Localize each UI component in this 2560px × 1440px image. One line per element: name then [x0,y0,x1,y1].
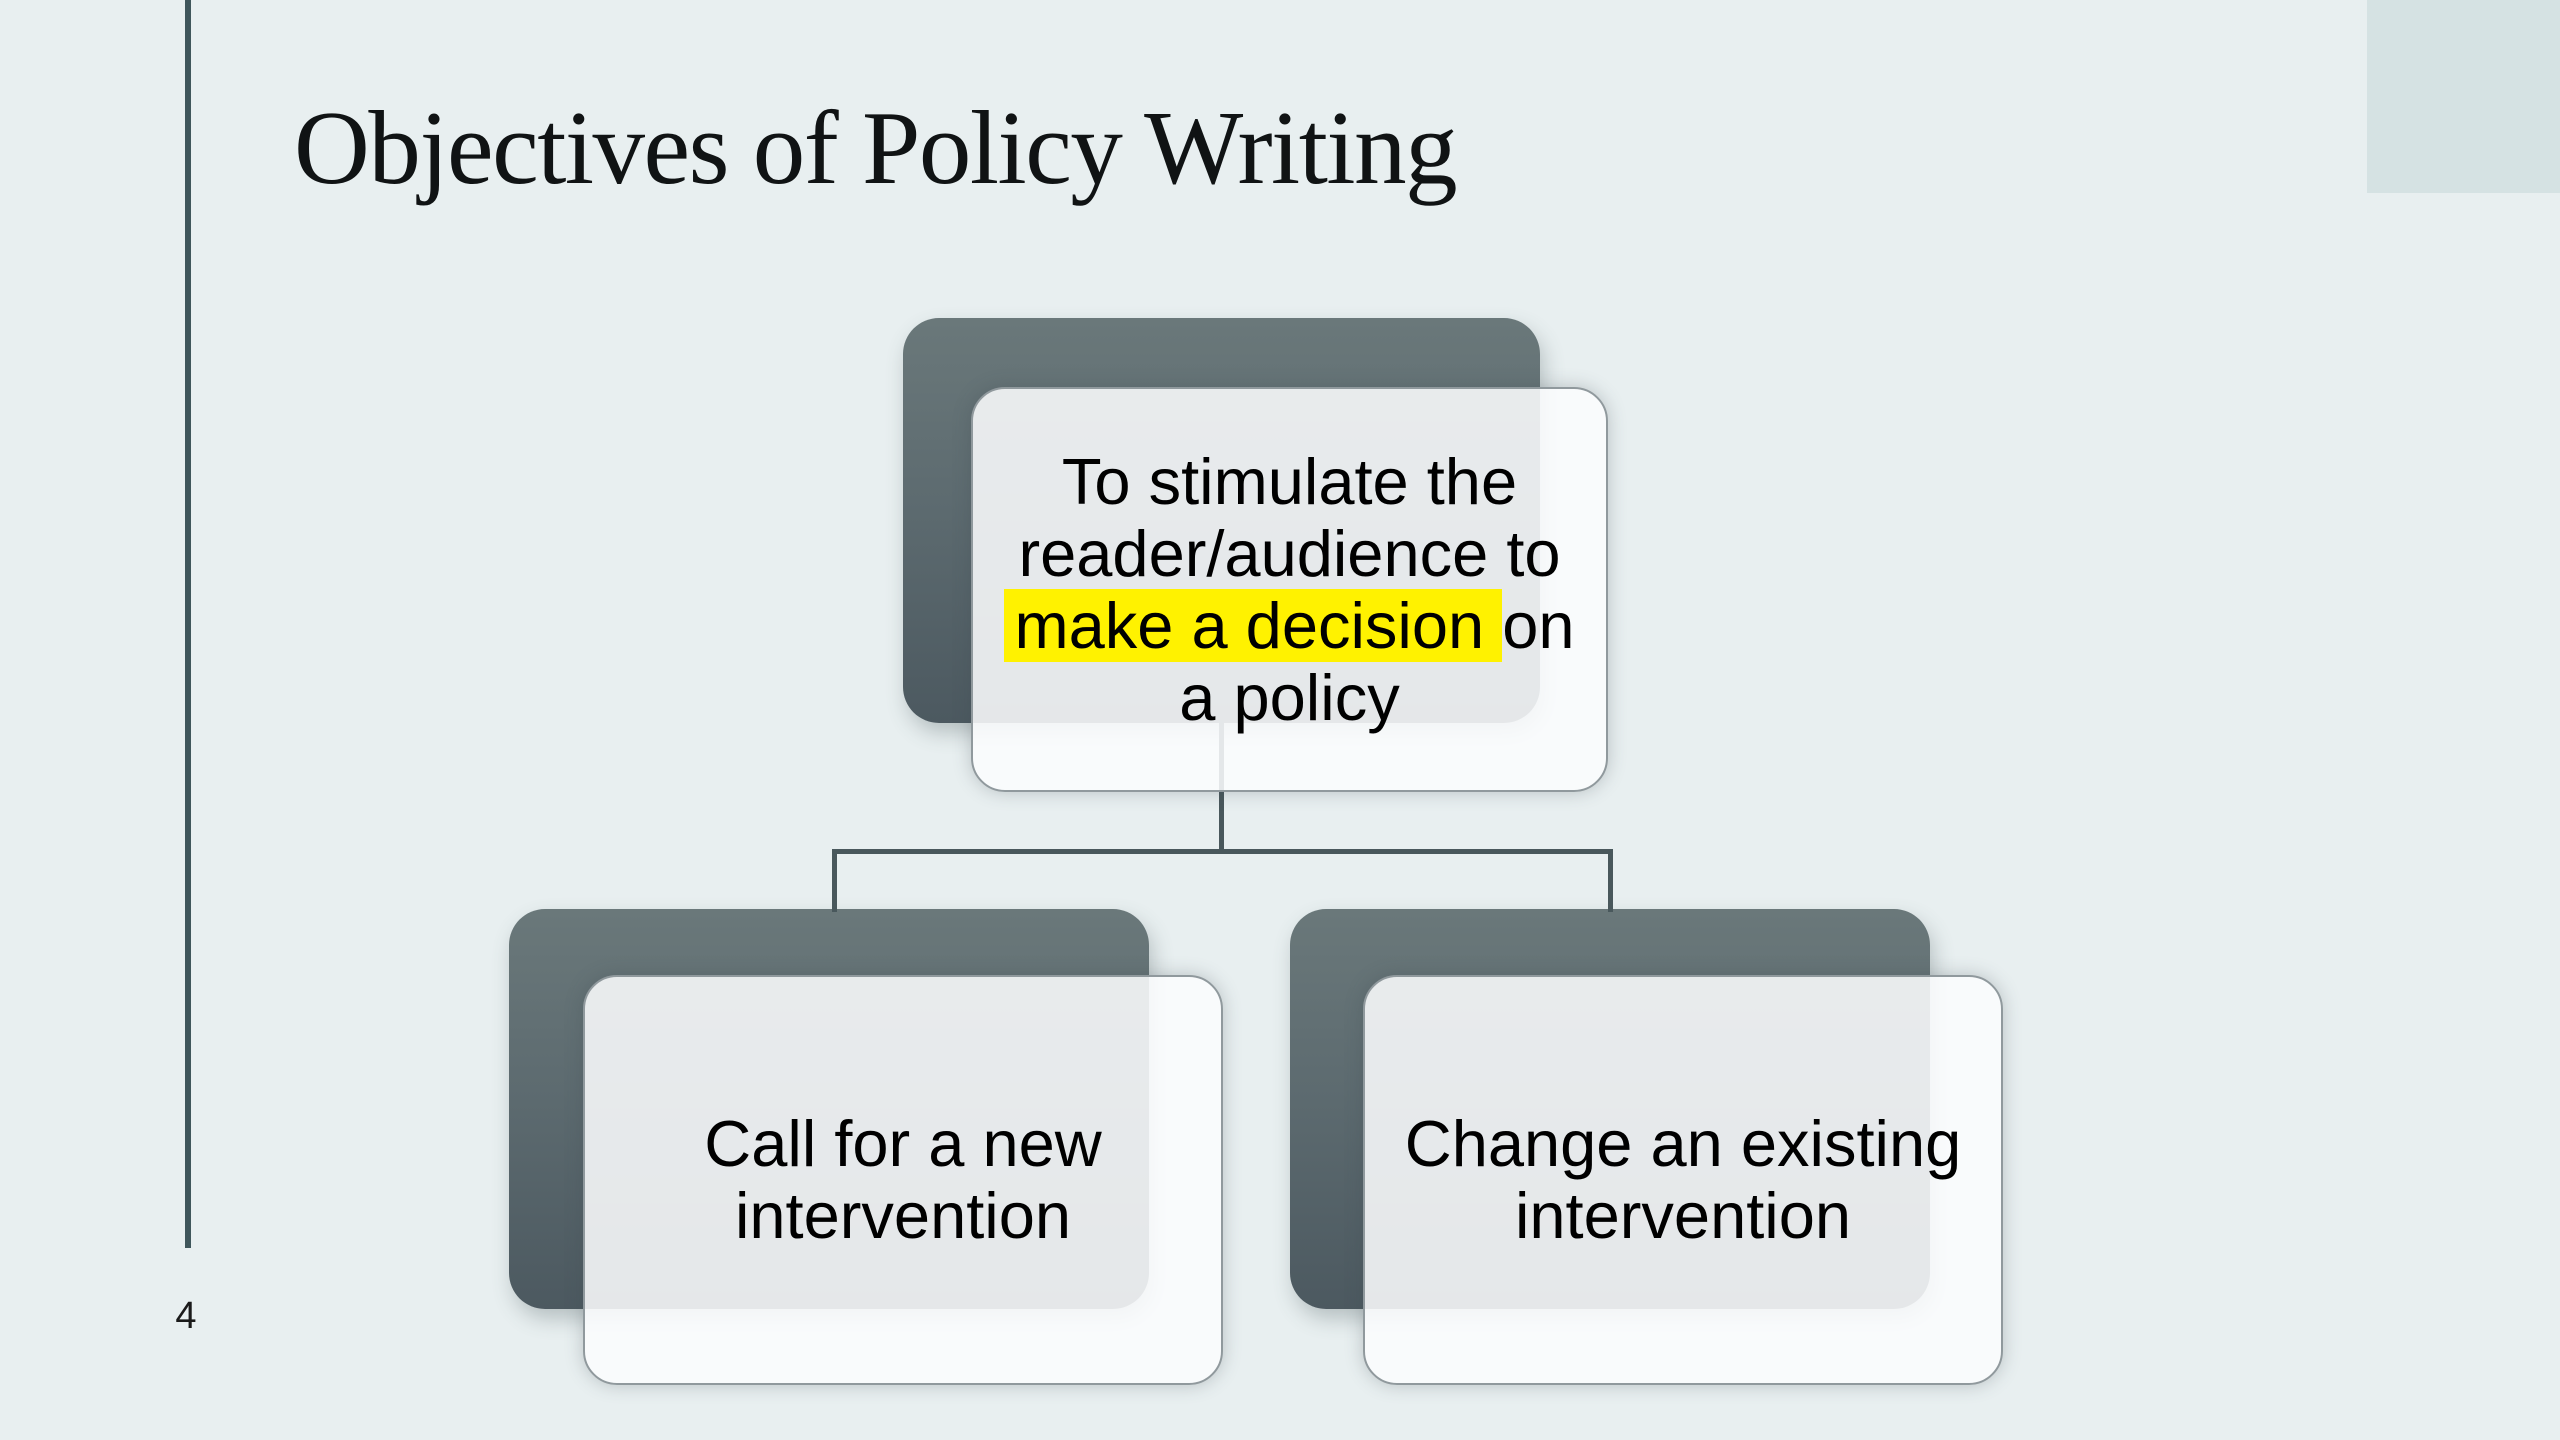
root-node: To stimulate the reader/audience to make… [971,387,1608,792]
child-left-line2: intervention [734,1179,1072,1252]
root-text-line2: reader/audience to [1018,516,1561,590]
child-node-right-text: Change an existing intervention [1365,1108,2001,1252]
root-text-line1: To stimulate the [1061,444,1518,518]
page-number: 4 [175,1295,197,1337]
highlight-mark: make a decision [1004,588,1503,662]
slide-title: Objectives of Policy Writing [294,89,1458,206]
left-vertical-rule [185,0,191,1248]
root-node-text: To stimulate the reader/audience to make… [973,444,1606,734]
child-left-line1: Call for a new [704,1107,1102,1180]
root-text-line4: a policy [1179,660,1400,734]
child-node-left: Call for a new intervention [583,975,1223,1385]
connector-left-drop [832,852,837,912]
child-right-line1: Change an existing [1404,1107,1962,1180]
connector-crossbar [832,849,1613,854]
root-text-line3-rest: on [1502,588,1575,662]
connector-right-drop [1608,852,1613,912]
child-node-right: Change an existing intervention [1363,975,2003,1385]
root-text-line3: make a decision on [973,588,1606,662]
child-node-left-text: Call for a new intervention [585,1108,1221,1252]
corner-accent-rect [2367,0,2560,193]
child-right-line2: intervention [1514,1179,1852,1252]
